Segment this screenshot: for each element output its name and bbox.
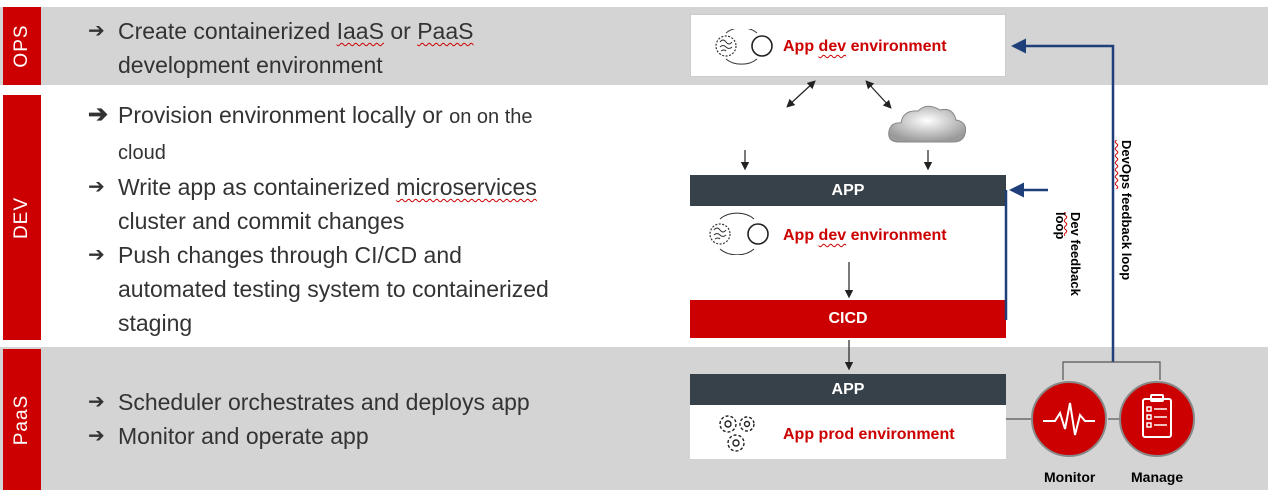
dev-bullet-3: ➔ Push changes through CI/CD and automat… [88,238,549,340]
dev-env-label: App dev environment [783,227,947,244]
dev-bullet-2: ➔ Write app as containerized microservic… [88,170,549,238]
paas-side-label: PaaS [3,349,41,490]
dev-feedback-loop-label: Dev feedback loop [1053,212,1083,296]
brain-cycle-icon [715,29,773,65]
heartbeat-icon [1043,402,1095,436]
monitor-button [1031,381,1107,457]
dev-bullet-1: ➔ Provision environment locally or on on… [88,98,549,170]
paas-app-bar: APP [690,374,1006,405]
arrow-icon: ➔ [88,20,105,42]
ops-dev-environment-box [690,14,1006,77]
ops-bullet-1: ➔ Create containerized IaaS or PaaS deve… [88,14,473,82]
bold-arrow-icon: ➔ [88,101,109,128]
dev-app-bar: APP [690,175,1006,206]
monitor-caption: Monitor [1044,469,1096,485]
ops-bullets: ➔ Create containerized IaaS or PaaS deve… [88,14,473,82]
devops-feedback-loop-label: DevOps feedback loop [1119,140,1134,281]
arrow-icon: ➔ [88,391,105,413]
arrow-icon: ➔ [88,244,105,266]
brain-cycle-icon [709,212,769,255]
paas-bullets: ➔ Scheduler orchestrates and deploys app… [88,385,530,453]
ops-side-label: OPS [3,7,41,85]
paas-bullet-2: ➔ Monitor and operate app [88,419,530,453]
manage-button [1119,381,1195,457]
cloud-icon [888,105,967,143]
dev-side-label: DEV [3,95,41,340]
prod-env-label: App prod environment [783,426,955,443]
manage-caption: Manage [1131,469,1184,485]
paas-bullet-1: ➔ Scheduler orchestrates and deploys app [88,385,530,419]
ops-env-label: App dev environment [783,38,947,55]
dev-bullets: ➔ Provision environment locally or on on… [88,98,549,340]
cicd-bar: CICD [690,300,1006,338]
gears-icon [719,415,755,452]
clipboard-icon [1142,394,1172,438]
arrow-icon: ➔ [88,425,105,447]
dev-band [0,86,1268,346]
arrow-icon: ➔ [88,176,105,198]
